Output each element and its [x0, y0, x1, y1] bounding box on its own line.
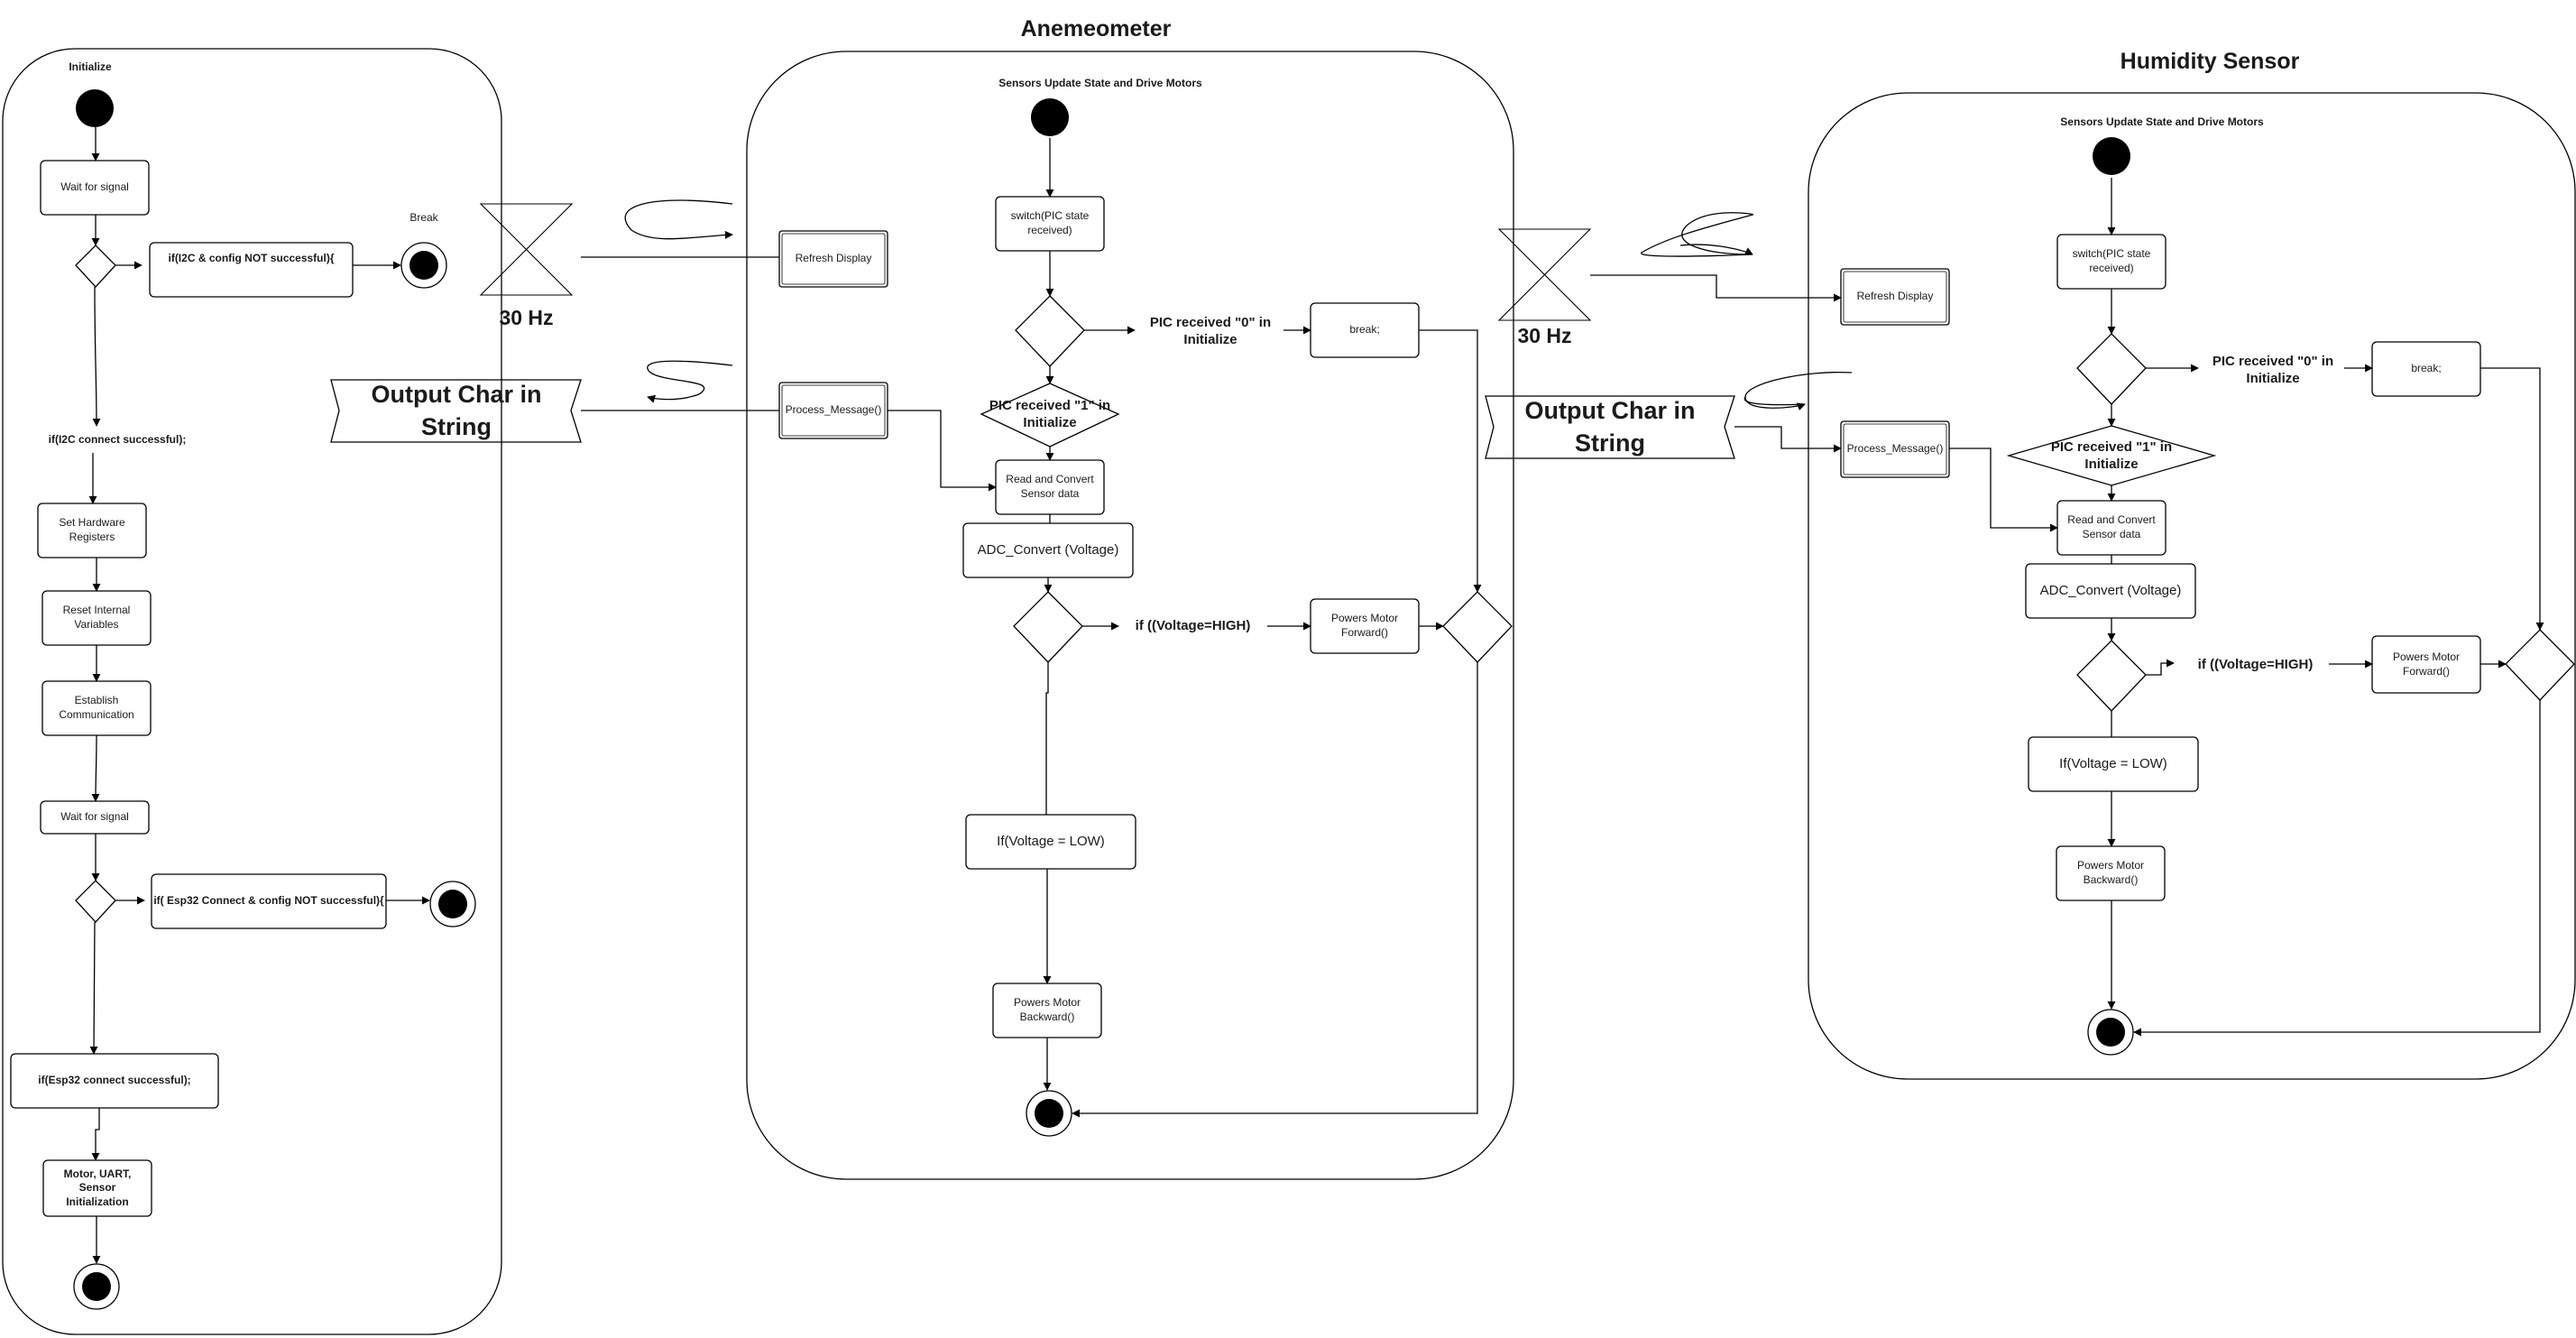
humidity-if-high-label: if ((Voltage=HIGH) — [2197, 657, 2314, 673]
humidity-pic0-label: PIC received "0" in Initialize — [2212, 353, 2334, 387]
refresh-display-label-1: Refresh Display — [795, 252, 872, 265]
anemometer-if-low-box: If(Voltage = LOW) — [997, 834, 1105, 850]
esp-ok-box: if(Esp32 connect successful); — [38, 1074, 191, 1087]
decision-diamond — [1015, 295, 1085, 367]
i2c-fail-box: if(I2C & config NOT successful){ — [168, 252, 335, 265]
humidity-switch-box: switch(PIC state received) — [2072, 247, 2151, 274]
refresh-display-box — [1840, 268, 1950, 326]
output-char-label-1: Output Char in String — [371, 381, 542, 440]
reset-variables-box: Reset Internal Variables — [62, 604, 131, 631]
humidity-heading: Sensors Update State and Drive Motors — [2060, 115, 2264, 129]
refresh-display-box — [778, 230, 888, 288]
decision-diamond — [75, 880, 116, 923]
decision-diamond — [1013, 591, 1083, 663]
initialize-lane — [2, 48, 502, 1335]
anemometer-break-box: break; — [1349, 323, 1380, 337]
init-break-final-node — [409, 251, 438, 280]
process-message-label-1: Process_Message() — [785, 403, 882, 417]
humidity-break-box: break; — [2411, 362, 2442, 375]
humidity-forward-box: Powers Motor Forward() — [2392, 650, 2461, 678]
anemometer-if-high-label: if ((Voltage=HIGH) — [1135, 618, 1251, 634]
hourglass-timer — [1497, 228, 1592, 321]
humidity-adc-box: ADC_Convert (Voltage) — [2039, 583, 2182, 599]
init-final-node — [82, 1272, 111, 1301]
merge-diamond — [2505, 629, 2575, 701]
humidity-final-node — [2096, 1018, 2125, 1047]
anemometer-lane — [746, 51, 1514, 1180]
wait-signal-box-2: Wait for signal — [60, 810, 129, 824]
anemometer-pic0-label: PIC received "0" in Initialize — [1149, 314, 1272, 348]
init-start-node — [76, 89, 114, 127]
i2c-ok-label: if(I2C connect successful); — [48, 433, 187, 447]
anemometer-switch-box: switch(PIC state received) — [1010, 209, 1090, 236]
humidity-pic1-diamond: PIC received "1" in Initialize — [2050, 438, 2173, 473]
anemometer-pic1-diamond: PIC received "1" in Initialize — [989, 397, 1111, 431]
anemometer-forward-box: Powers Motor Forward() — [1330, 612, 1399, 639]
anemometer-read-box: Read and Convert Sensor data — [1006, 473, 1094, 500]
set-hardware-box: Set Hardware Registers — [59, 516, 125, 543]
process-message-box — [1840, 420, 1950, 478]
humidity-if-low-box: If(Voltage = LOW) — [2059, 756, 2167, 772]
break-label: Break — [409, 211, 438, 225]
output-char-flag — [1485, 395, 1735, 459]
esp-fail-box: if( Esp32 Connect & config NOT successfu… — [153, 894, 384, 908]
humidity-read-box: Read and Convert Sensor data — [2067, 513, 2156, 540]
hourglass-timer — [479, 203, 574, 296]
humidity-start-node — [2093, 137, 2130, 175]
humidity-title: Humidity Sensor — [2120, 48, 2300, 74]
motor-init-box: Motor, UART, Sensor Initialization — [63, 1167, 132, 1208]
wait-signal-box-1: Wait for signal — [60, 180, 129, 194]
merge-diamond — [1442, 591, 1513, 663]
anemometer-title: Anemeometer — [1020, 15, 1172, 42]
humidity-lane — [1808, 92, 2576, 1080]
decision-diamond — [75, 245, 116, 288]
anemometer-adc-box: ADC_Convert (Voltage) — [977, 542, 1119, 558]
refresh-display-label-2: Refresh Display — [1856, 290, 1934, 303]
decision-diamond — [2076, 640, 2147, 712]
establish-communication-box: Establish Communication — [59, 694, 134, 721]
init-esp-final-node — [438, 890, 467, 918]
decision-diamond — [2076, 333, 2147, 405]
hz-label-1: 30 Hz — [499, 306, 554, 330]
anemometer-backward-box: Powers Motor Backward() — [1013, 996, 1081, 1023]
anemometer-start-node — [1031, 98, 1069, 136]
anemometer-heading: Sensors Update State and Drive Motors — [998, 77, 1202, 90]
humidity-backward-box: Powers Motor Backward() — [2076, 859, 2145, 886]
initialize-heading: Initialize — [69, 60, 112, 74]
output-char-label-2: Output Char in String — [1524, 397, 1696, 457]
hz-label-2: 30 Hz — [1517, 324, 1572, 348]
output-char-flag — [330, 379, 582, 443]
process-message-label-2: Process_Message() — [1846, 442, 1944, 456]
anemometer-final-node — [1035, 1099, 1063, 1128]
